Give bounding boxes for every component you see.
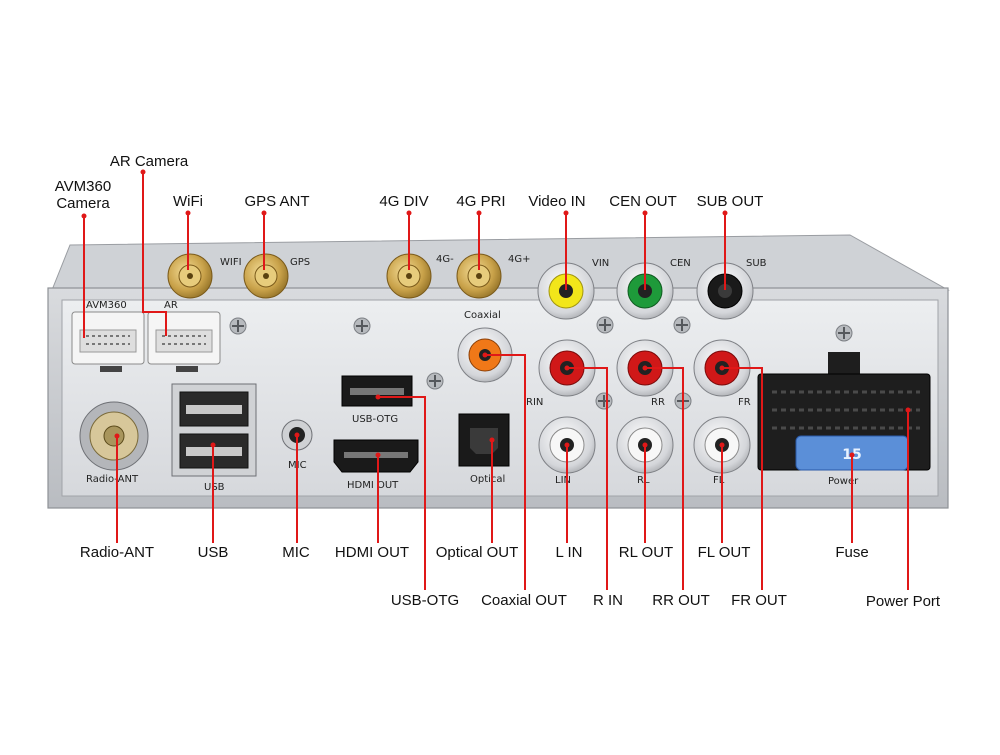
leader-line-ar-camera bbox=[142, 172, 167, 336]
panel-printed-labels: WIFI GPS 4G- 4G+ VIN CEN SUB AVM360 AR CoaxialRIN… bbox=[86, 254, 862, 493]
leader-dot-wifi bbox=[185, 210, 191, 216]
leader-dot-gps-ant bbox=[261, 210, 267, 216]
leader-dot-sub-out bbox=[722, 210, 728, 216]
leader-line-usb-otg bbox=[378, 396, 426, 590]
callout-gps-ant: GPS ANT bbox=[244, 193, 310, 210]
panel-label-usb-otg: USB-OTG bbox=[352, 414, 398, 425]
leader-dot-hdmi-out bbox=[375, 452, 381, 458]
panel-label-cen: CEN bbox=[670, 258, 691, 269]
panel-label-avm360: AVM360 bbox=[86, 300, 127, 311]
panel-label-sub: SUB bbox=[746, 258, 767, 269]
leader-dot-optical-out bbox=[489, 437, 495, 443]
panel-label-usb: USB bbox=[204, 482, 225, 493]
callout-g4-pri: 4G PRI bbox=[456, 193, 506, 210]
leader-dot-fr-out bbox=[719, 365, 725, 371]
leader-dot-r-in bbox=[564, 365, 570, 371]
leader-line-rr-out bbox=[645, 367, 684, 590]
sma-antenna-connector-icon bbox=[167, 253, 502, 299]
usb-otg-port-icon bbox=[341, 375, 413, 407]
panel-label-fr: FR bbox=[738, 397, 751, 408]
callout-radio-ant: Radio-ANT bbox=[79, 544, 155, 561]
leader-dot-mic bbox=[294, 432, 300, 438]
leader-line-coaxial-out bbox=[485, 354, 526, 590]
callout-avm360-camera: AVM360 Camera bbox=[54, 178, 112, 212]
callout-rl-out: RL OUT bbox=[618, 544, 674, 561]
leader-dot-coaxial-out bbox=[482, 352, 488, 358]
leader-dot-radio-ant bbox=[114, 433, 120, 439]
panel-label-radio-ant: Radio-ANT bbox=[86, 474, 139, 485]
panel-label-g4-plus: 4G+ bbox=[508, 254, 531, 265]
panel-label-ar: AR bbox=[164, 300, 178, 311]
panel-label-g4-minus: 4G- bbox=[436, 254, 454, 265]
leader-line-fr-out bbox=[722, 367, 763, 590]
panel-label-lin: LIN bbox=[555, 475, 571, 486]
callout-usb: USB bbox=[197, 544, 229, 561]
callout-coaxial-out: Coaxial OUT bbox=[481, 592, 567, 609]
leader-dot-rr-out bbox=[642, 365, 648, 371]
panel-label-vin: VIN bbox=[592, 258, 609, 269]
leader-dot-video-in bbox=[563, 210, 569, 216]
callout-g4-div: 4G DIV bbox=[379, 193, 429, 210]
panel-label-gps: GPS bbox=[290, 257, 310, 268]
leader-dot-4g-pri bbox=[476, 210, 482, 216]
leader-lines bbox=[81, 169, 911, 590]
callout-mic: MIC bbox=[282, 544, 310, 561]
callout-fr-out: FR OUT bbox=[731, 592, 787, 609]
leader-dot-rl-out bbox=[642, 442, 648, 448]
callout-fl-out: FL OUT bbox=[697, 544, 751, 561]
panel-label-rin: RIN bbox=[526, 397, 543, 408]
callout-r-in: R IN bbox=[593, 592, 623, 609]
callout-fuse: Fuse bbox=[835, 544, 869, 561]
callout-hdmi-out: HDMI OUT bbox=[334, 544, 410, 561]
leader-dot-power-port bbox=[905, 407, 911, 413]
callout-wifi: WiFi bbox=[173, 193, 203, 210]
optical-toslink-port-icon bbox=[458, 413, 510, 467]
callout-video-in: Video IN bbox=[528, 193, 586, 210]
panel-label-fl: FL bbox=[713, 475, 725, 486]
leader-dot-fuse bbox=[849, 452, 855, 458]
leader-dot-usb bbox=[210, 442, 216, 448]
leader-dot-usb-otg bbox=[375, 394, 381, 400]
panel-label-power: Power bbox=[828, 476, 859, 487]
callout-rr-out: RR OUT bbox=[652, 592, 710, 609]
leader-dot-4g-div bbox=[406, 210, 412, 216]
panel-label-coaxial: Coaxial bbox=[464, 310, 501, 321]
leader-dot-l-in bbox=[564, 442, 570, 448]
panel-label-hdmi-out: HDMI OUT bbox=[347, 480, 399, 491]
leader-dot-cen-out bbox=[642, 210, 648, 216]
callout-sub-out: SUB OUT bbox=[696, 193, 764, 210]
callout-power-port: Power Port bbox=[865, 593, 941, 610]
leader-dot-ar-camera bbox=[140, 169, 146, 175]
callout-ar-camera: AR Camera bbox=[109, 153, 189, 170]
leader-dot-fl-out bbox=[719, 442, 725, 448]
radio-antenna-socket-icon bbox=[79, 401, 149, 471]
panel-label-rr: RR bbox=[651, 397, 665, 408]
callout-l-in: L IN bbox=[555, 544, 583, 561]
leader-line-r-in bbox=[567, 367, 608, 590]
callout-cen-out: CEN OUT bbox=[609, 193, 677, 210]
callout-optical-out: Optical OUT bbox=[435, 544, 519, 561]
panel-label-optical: Optical bbox=[470, 474, 505, 485]
panel-label-rl: RL bbox=[637, 475, 650, 486]
leader-dot-avm360-camera bbox=[81, 213, 87, 219]
callout-usb-otg: USB-OTG bbox=[390, 592, 460, 609]
panel-label-wifi: WIFI bbox=[220, 257, 242, 268]
